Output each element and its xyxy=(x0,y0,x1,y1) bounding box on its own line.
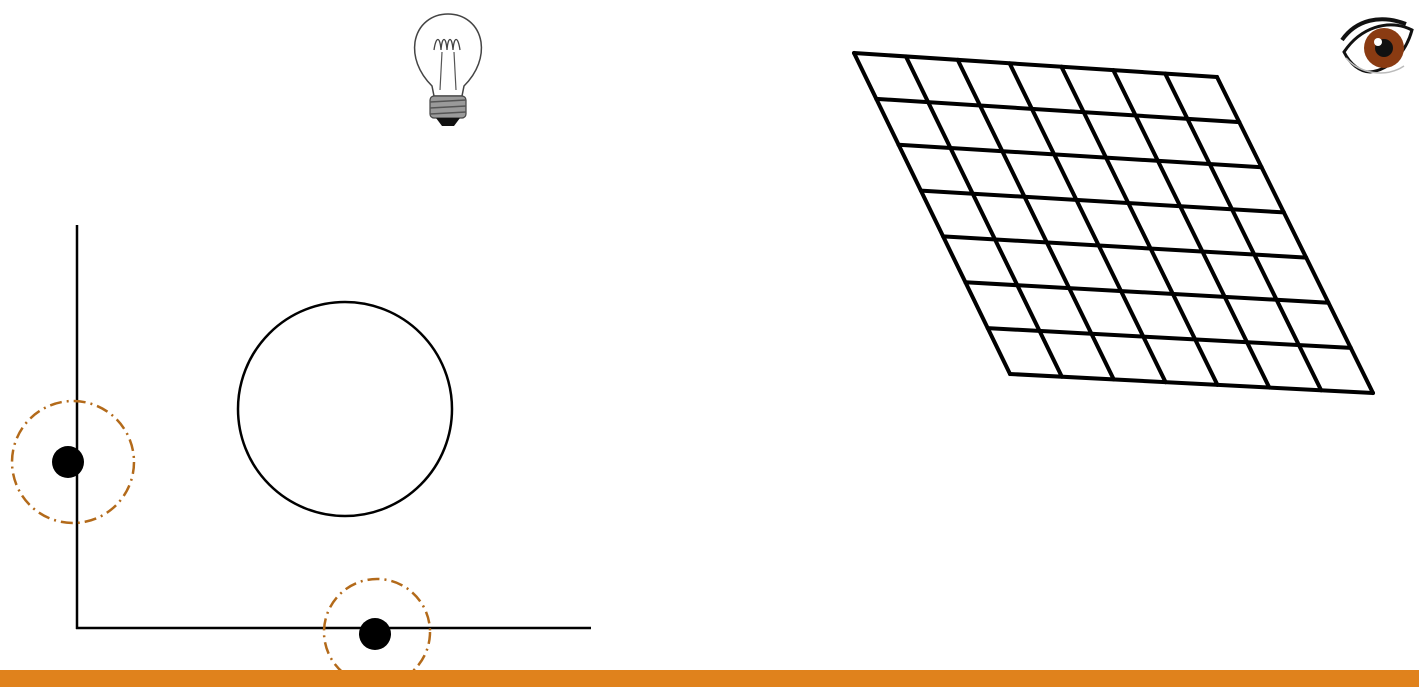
grid-column-line xyxy=(1111,68,1272,390)
lightbulb-icon xyxy=(413,13,483,126)
grid-row-line xyxy=(1008,372,1375,395)
grid-column-line xyxy=(955,57,1116,382)
grid-column-line xyxy=(1163,71,1324,393)
grid-column-line xyxy=(1007,61,1168,385)
grid-row-line xyxy=(896,142,1264,170)
grid-column-line xyxy=(1215,75,1375,395)
grid-row-line xyxy=(941,234,1309,260)
circle-shape xyxy=(236,300,454,518)
x-projection-dot xyxy=(359,618,391,650)
grid-column-line xyxy=(1059,64,1220,387)
accent-bar xyxy=(0,670,1419,687)
grid-row-line xyxy=(963,280,1331,305)
grid-row-line xyxy=(874,96,1242,125)
grid-row-line xyxy=(918,188,1286,215)
y-projection-ring xyxy=(10,399,136,525)
eye-icon xyxy=(1340,17,1414,74)
grid-column-line xyxy=(903,54,1064,379)
grid-row-line xyxy=(852,51,1219,79)
perspective-grid xyxy=(852,51,1375,395)
grid-row-line xyxy=(985,326,1353,350)
grid-column-line xyxy=(852,51,1012,376)
y-projection-dot xyxy=(52,446,84,478)
